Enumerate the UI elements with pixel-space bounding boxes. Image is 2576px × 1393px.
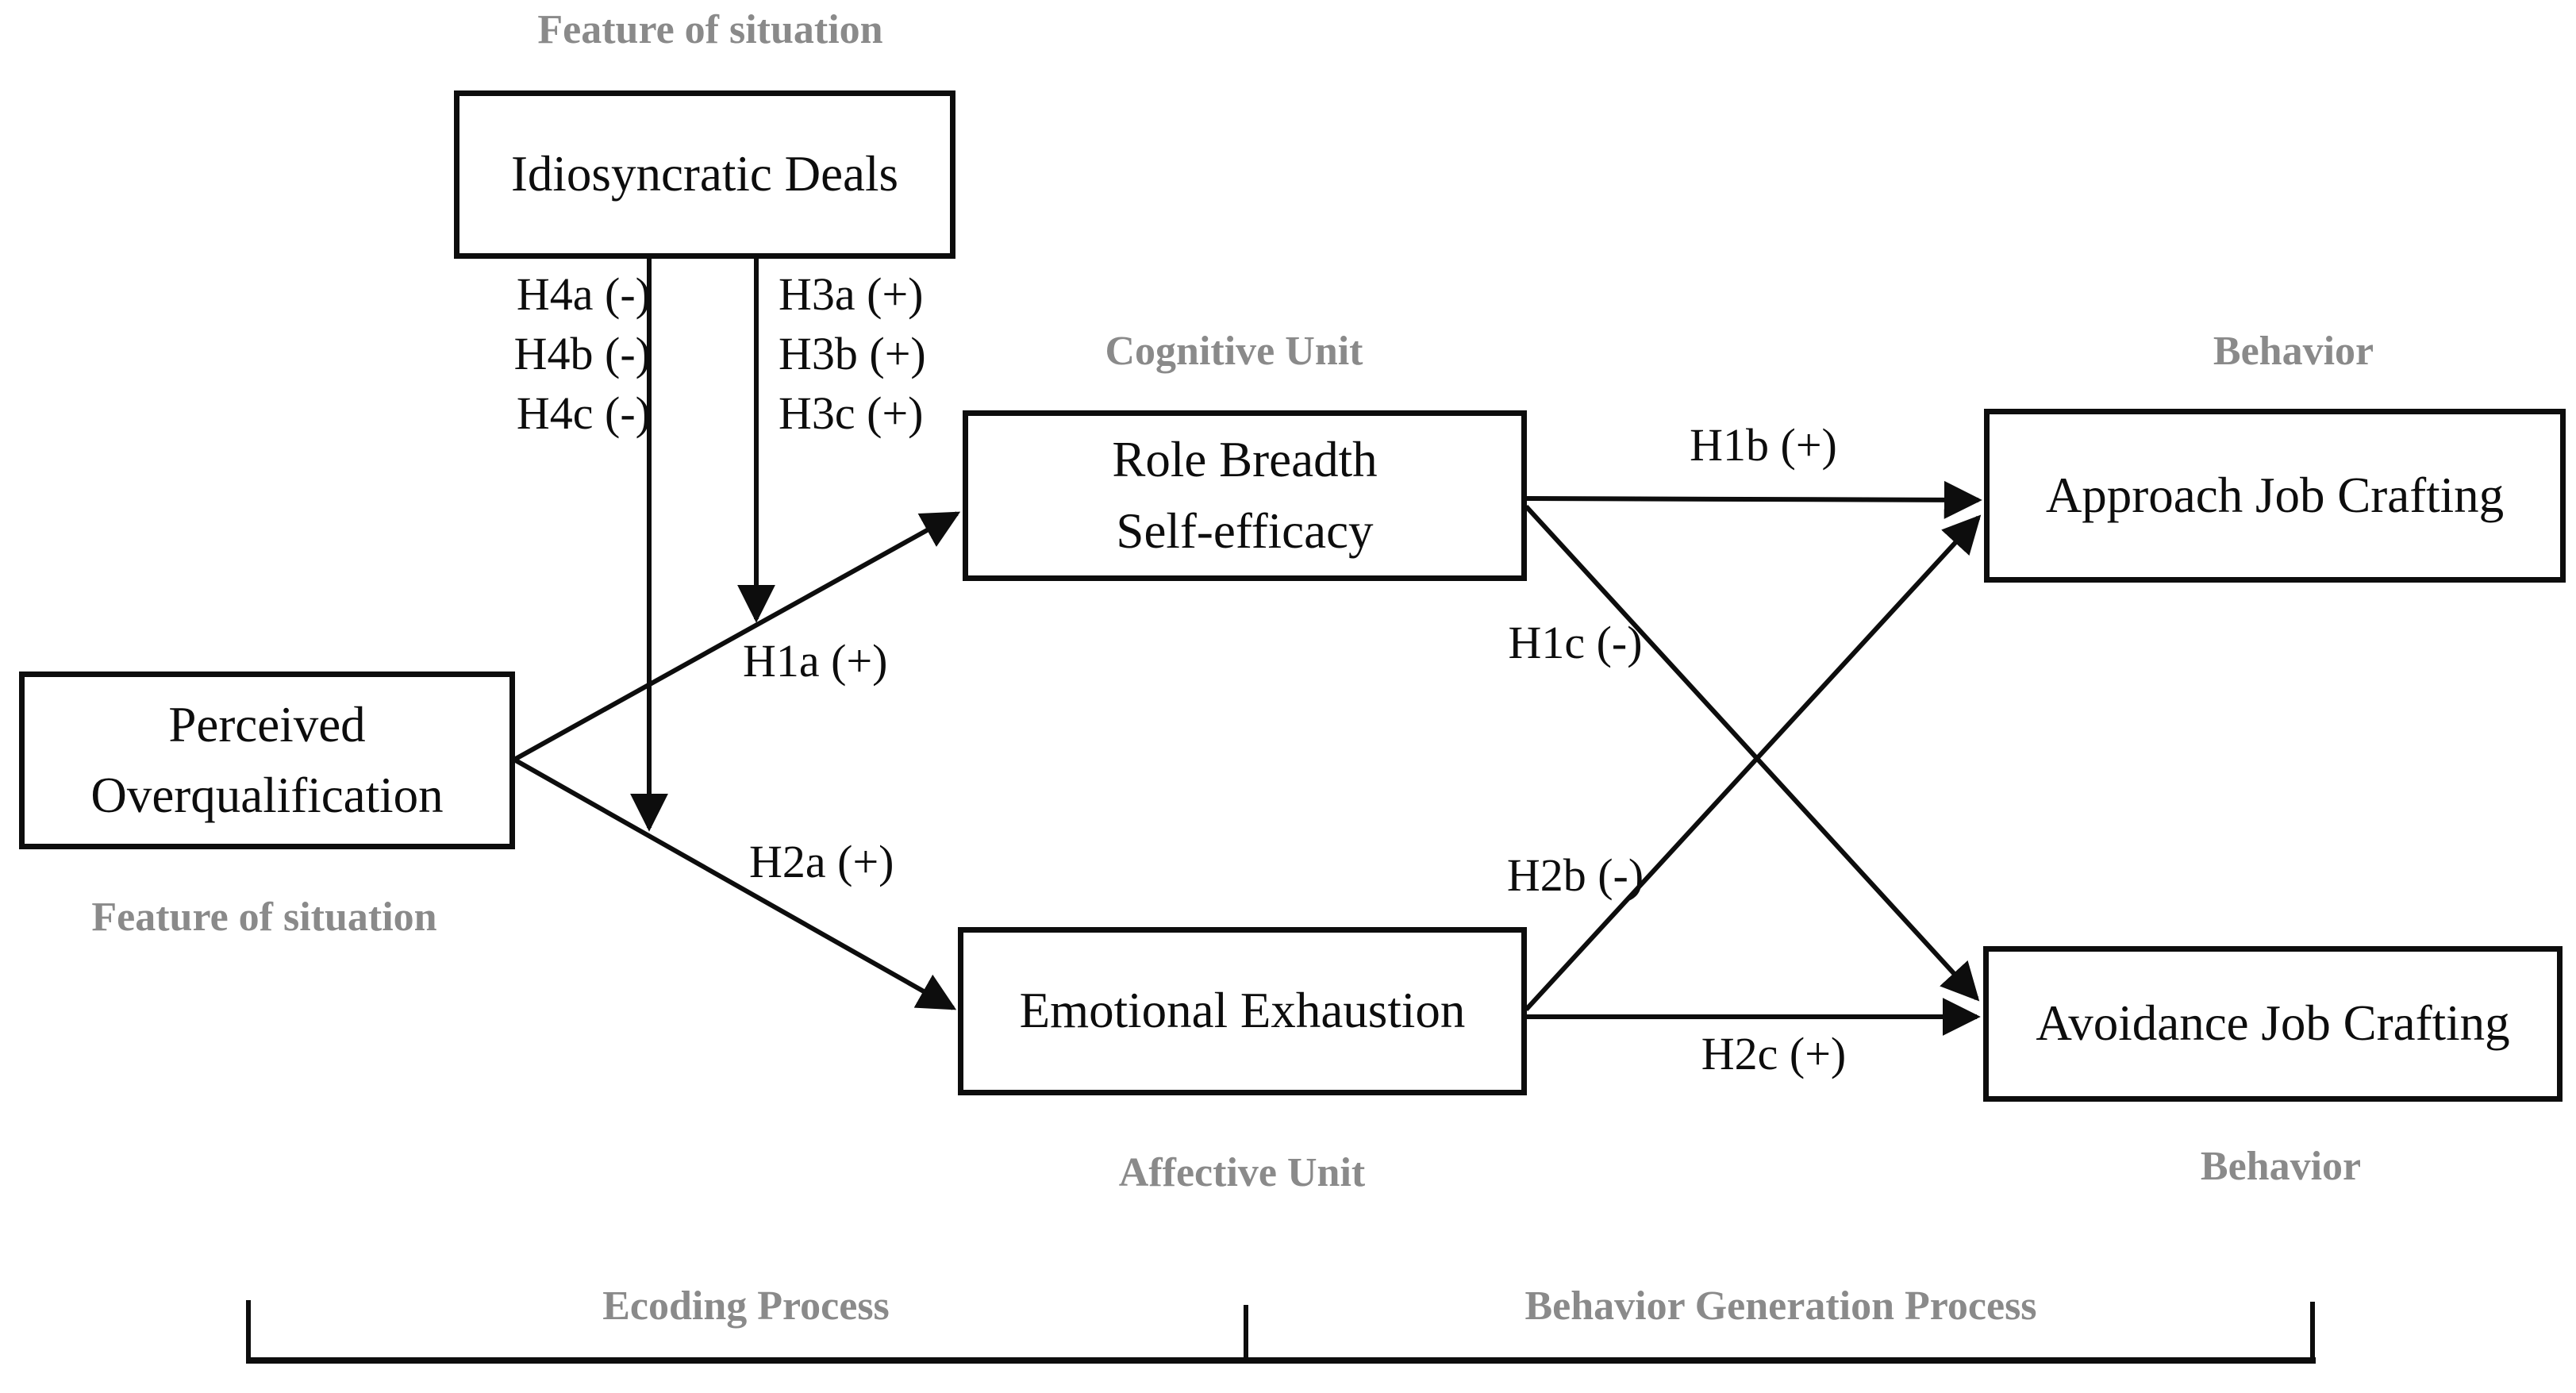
hypothesis-label-h4a: H4a (-) <box>516 268 651 320</box>
box-role-breadth-line2: Self-efficacy <box>1116 502 1374 559</box>
hypothesis-label-h3b: H3b (+) <box>779 328 926 379</box>
section-label-cognitive-unit: Cognitive Unit <box>1105 329 1363 374</box>
hypothesis-label-h2b: H2b (-) <box>1506 849 1644 901</box>
box-avoidance-job-crafting: Avoidance Job Crafting <box>1983 946 2563 1102</box>
arrow-h1b-rbse-to-ajc <box>1525 480 1982 519</box>
hypothesis-label-h2a: H2a (+) <box>749 836 894 887</box>
box-role-breadth-line1: Role Breadth <box>1112 432 1378 488</box>
box-avoidance-job-crafting-label: Avoidance Job Crafting <box>2036 995 2510 1052</box>
box-emotional-exhaustion: Emotional Exhaustion <box>958 927 1527 1095</box>
hypothesis-label-h1b: H1b (+) <box>1690 419 1837 471</box>
arrow-h1c-rbse-to-avjc <box>1524 504 1980 1002</box>
hypothesis-label-h4c: H4c (-) <box>516 387 651 439</box>
process-label-behavior-generation: Behavior Generation Process <box>1524 1283 2037 1329</box>
section-label-feature-of-situation-top: Feature of situation <box>537 7 883 52</box>
section-label-feature-of-situation-bottom: Feature of situation <box>91 895 437 940</box>
box-emotional-exhaustion-label: Emotional Exhaustion <box>1019 983 1466 1039</box>
section-label-behavior-bottom: Behavior <box>2200 1144 2362 1189</box>
hypothesis-label-h3a: H3a (+) <box>779 268 924 320</box>
box-role-breadth-self-efficacy: Role Breadth Self-efficacy <box>963 410 1527 581</box>
section-label-behavior-top: Behavior <box>2213 329 2374 374</box>
hypothesis-label-h2c: H2c (+) <box>1701 1028 1847 1079</box>
section-label-affective-unit: Affective Unit <box>1118 1150 1366 1195</box>
hypothesis-label-h1c: H1c (-) <box>1508 617 1643 668</box>
box-perceived-overqualification-line2: Overqualification <box>90 768 444 823</box>
box-perceived-overqualification-line1: Perceived <box>168 696 366 752</box>
box-idiosyncratic-deals-label: Idiosyncratic Deals <box>510 146 899 202</box>
box-approach-job-crafting-label: Approach Job Crafting <box>2045 467 2505 523</box>
process-label-ecoding: Ecoding Process <box>602 1283 890 1329</box>
box-approach-job-crafting: Approach Job Crafting <box>1984 409 2566 583</box>
hypothesis-label-h3c: H3c (+) <box>779 387 924 439</box>
arrow-h2b-ee-to-ajc <box>1524 514 1982 1012</box>
box-idiosyncratic-deals: Idiosyncratic Deals <box>454 90 955 259</box>
box-perceived-overqualification: Perceived Overqualification <box>19 671 515 849</box>
hypothesis-label-h1a: H1a (+) <box>743 635 888 687</box>
hypothesis-label-h4b: H4b (-) <box>513 328 651 379</box>
